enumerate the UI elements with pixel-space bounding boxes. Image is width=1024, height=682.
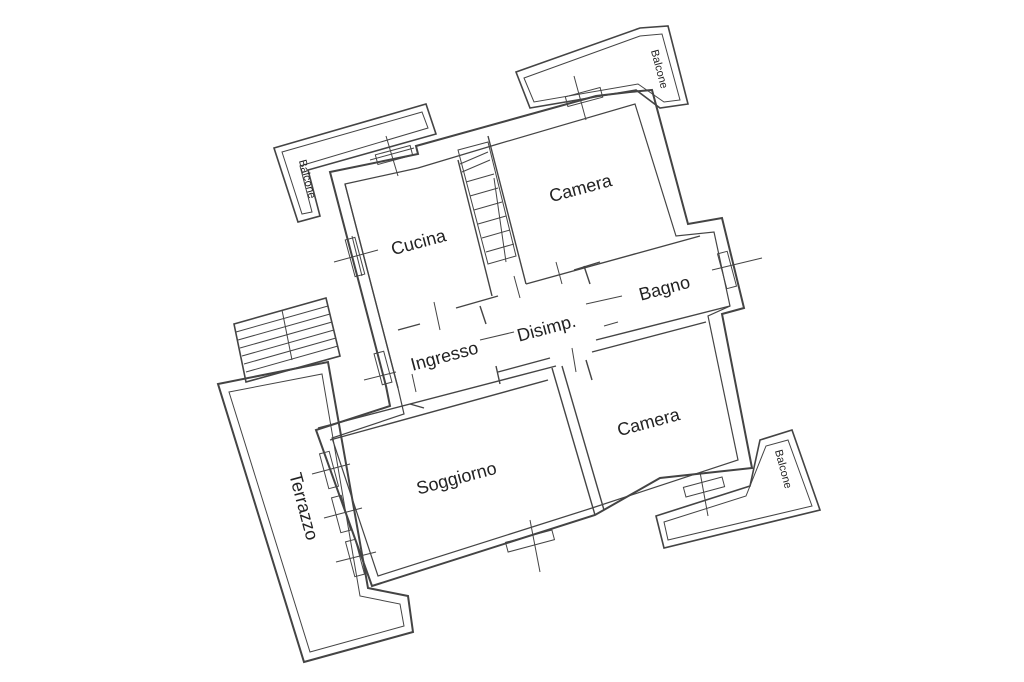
label-soggiorno: Soggiorno [414,458,498,499]
balcony-labels: Balcone Balcone Balcone [296,48,794,490]
label-camera-bottom: Camera [615,404,683,440]
label-balcone-left: Balcone [296,158,318,200]
terrazzo-outline [216,360,415,664]
balcony-top-right [514,25,689,109]
interior-walls [317,135,731,516]
label-bagno: Bagno [637,272,692,305]
label-cucina: Cucina [389,225,449,259]
balcony-bottom-right-inner [663,439,813,541]
label-terrazzo: Terrazzo [285,471,322,543]
balcony-left-inner [281,111,429,215]
label-ingresso: Ingresso [409,338,481,375]
label-balcone-bottom-right: Balcone [772,448,794,490]
balcony-bottom-right [655,429,822,549]
windows [311,75,763,578]
room-labels: Cucina Camera Bagno Disimp. Ingresso Sog… [285,170,692,542]
balcony-top-right-inner [523,33,681,103]
inner-wall [331,103,739,577]
label-disimpegno: Disimp. [515,311,578,346]
door-marks [411,261,623,393]
balcony-left [272,103,438,223]
label-balcone-top-right: Balcone [648,48,670,90]
internal-stair [457,141,517,265]
entrance-stair-treads [235,305,339,373]
terrazzo-inner [228,373,405,653]
entrance-stairs [233,297,341,383]
label-camera-top: Camera [547,170,615,206]
